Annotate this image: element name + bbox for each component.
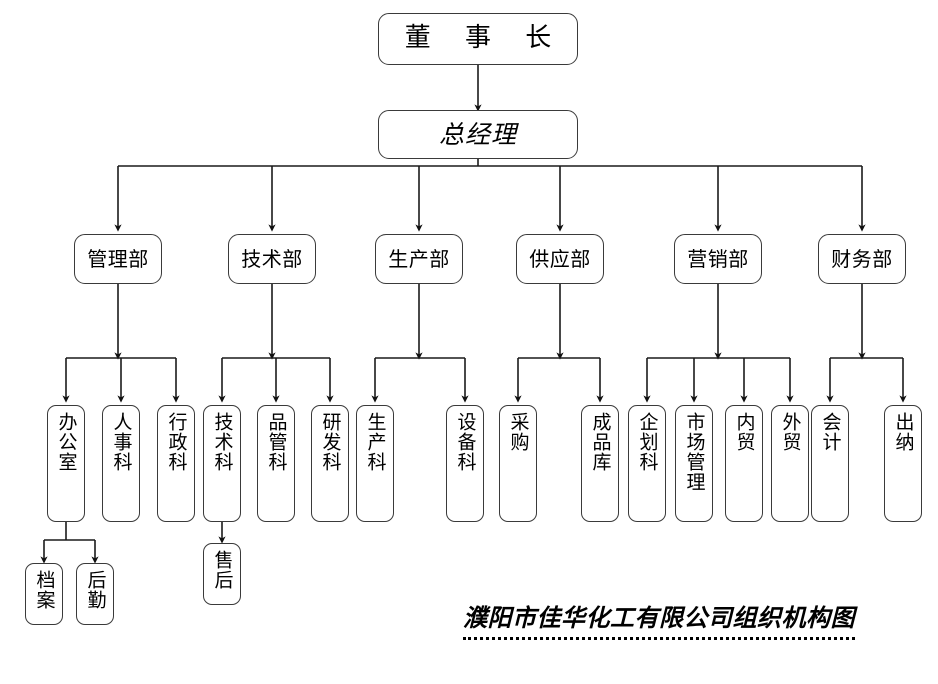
node-sec-admin-label: 行政科	[165, 412, 188, 472]
node-sec-cashier-label: 出纳	[892, 412, 915, 452]
node-sec-quality[interactable]: 品管科	[257, 405, 295, 522]
node-sec-domestic-trade-label: 内贸	[733, 412, 756, 452]
node-sec-technical-label: 技术科	[211, 412, 234, 472]
node-sec-accounting[interactable]: 会计	[811, 405, 849, 522]
node-sec-foreign-trade-label: 外贸	[779, 412, 802, 452]
node-dept-production[interactable]: 生产部	[375, 234, 463, 284]
node-dept-management[interactable]: 管理部	[74, 234, 162, 284]
node-dept-marketing-label: 营销部	[687, 246, 749, 271]
node-sec-hr[interactable]: 人事科	[102, 405, 140, 522]
node-dept-production-label: 生产部	[388, 246, 450, 271]
node-general-manager[interactable]: 总经理	[378, 110, 578, 159]
node-dept-technology[interactable]: 技术部	[228, 234, 316, 284]
node-sec-warehouse[interactable]: 成品库	[581, 405, 619, 522]
node-sec-hr-label: 人事科	[110, 412, 133, 472]
node-chairman[interactable]: 董 事 长	[378, 13, 578, 65]
node-sec-equipment[interactable]: 设备科	[446, 405, 484, 522]
node-sec-purchasing[interactable]: 采购	[499, 405, 537, 522]
node-sec-rd[interactable]: 研发科	[311, 405, 349, 522]
node-sec-production-label: 生产科	[364, 412, 387, 472]
node-sec-office[interactable]: 办公室	[47, 405, 85, 522]
node-dept-finance[interactable]: 财务部	[818, 234, 906, 284]
node-chairman-label: 董 事 长	[404, 23, 565, 54]
node-sec-equipment-label: 设备科	[454, 412, 477, 472]
node-dept-technology-label: 技术部	[241, 246, 303, 271]
node-sec-admin[interactable]: 行政科	[157, 405, 195, 522]
node-sec-cashier[interactable]: 出纳	[884, 405, 922, 522]
node-general-manager-label: 总经理	[438, 119, 517, 149]
node-dept-supply-label: 供应部	[529, 246, 591, 271]
node-sec-planning[interactable]: 企划科	[628, 405, 666, 522]
node-dept-management-label: 管理部	[87, 246, 149, 271]
node-sub-logistics-label: 后勤	[84, 570, 107, 610]
node-sec-market-mgmt[interactable]: 市场管理	[675, 405, 713, 522]
node-dept-supply[interactable]: 供应部	[516, 234, 604, 284]
node-sec-rd-label: 研发科	[319, 412, 342, 472]
node-sub-aftersales-label: 售后	[211, 550, 234, 590]
node-sub-logistics[interactable]: 后勤	[76, 563, 114, 625]
chart-caption: 濮阳市佳华化工有限公司组织机构图	[463, 598, 855, 640]
node-sec-office-label: 办公室	[55, 412, 78, 472]
node-sec-planning-label: 企划科	[636, 412, 659, 472]
node-sub-archives-label: 档案	[33, 570, 56, 610]
node-sec-foreign-trade[interactable]: 外贸	[771, 405, 809, 522]
node-sub-aftersales[interactable]: 售后	[203, 543, 241, 605]
node-sec-accounting-label: 会计	[819, 412, 842, 452]
node-sec-technical[interactable]: 技术科	[203, 405, 241, 522]
node-sec-quality-label: 品管科	[265, 412, 288, 472]
node-sec-domestic-trade[interactable]: 内贸	[725, 405, 763, 522]
node-dept-finance-label: 财务部	[831, 246, 893, 271]
node-dept-marketing[interactable]: 营销部	[674, 234, 762, 284]
node-sec-market-mgmt-label: 市场管理	[683, 412, 706, 492]
node-sec-purchasing-label: 采购	[507, 412, 530, 452]
node-sub-archives[interactable]: 档案	[25, 563, 63, 625]
node-sec-warehouse-label: 成品库	[589, 412, 612, 472]
node-sec-production[interactable]: 生产科	[356, 405, 394, 522]
